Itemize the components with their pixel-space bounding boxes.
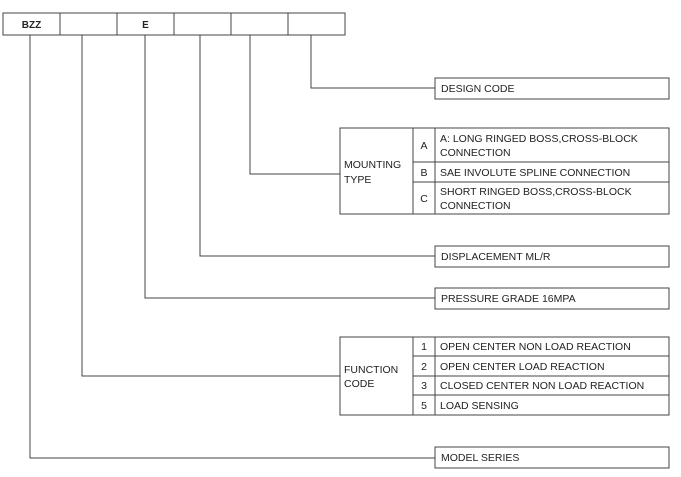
function-option-5-text: LOAD SENSING: [440, 400, 519, 412]
mounting-type-table: MOUNTING TYPE A A: LONG RINGED BOSS,CROS…: [339, 127, 670, 215]
leader-mounting-type: [249, 35, 340, 175]
displacement-box: DISPLACEMENT ML/R: [434, 245, 670, 268]
mounting-option-a-text-line1: A: LONG RINGED BOSS,CROSS-BLOCK: [440, 133, 638, 145]
mounting-option-b-text: SAE INVOLUTE SPLINE CONNECTION: [440, 167, 630, 179]
model-series-box: MODEL SERIES: [434, 446, 670, 469]
function-option-3-key: 3: [421, 380, 427, 392]
function-code-label-line1: FUNCTION: [344, 364, 398, 376]
mounting-option-c-key: C: [420, 193, 428, 205]
pressure-grade-box: PRESSURE GRADE 16MPA: [434, 287, 670, 310]
displacement-label: DISPLACEMENT ML/R: [441, 251, 551, 263]
mounting-option-a-text-line2: CONNECTION: [440, 147, 511, 159]
function-option-2-key: 2: [421, 361, 427, 373]
pressure-grade-label: PRESSURE GRADE 16MPA: [441, 293, 576, 305]
mounting-option-b-key: B: [420, 167, 427, 179]
function-code-label-line2: CODE: [344, 378, 374, 390]
mounting-option-c-text-line2: CONNECTION: [440, 200, 511, 212]
function-option-5-key: 5: [421, 400, 427, 412]
leader-model-series: [29, 35, 435, 459]
function-code-table: FUNCTION CODE 1 OPEN CENTER NON LOAD REA…: [339, 336, 670, 416]
leader-displacement: [199, 35, 435, 257]
leader-pressure-grade: [144, 35, 435, 299]
function-option-3-text: CLOSED CENTER NON LOAD REACTION: [440, 380, 644, 392]
code-box-1-text: BZZ: [22, 20, 41, 31]
leader-lines: [29, 35, 435, 459]
design-code-label: DESIGN CODE: [441, 83, 515, 95]
code-box-5: [230, 12, 289, 36]
function-option-2-text: OPEN CENTER LOAD REACTION: [440, 361, 605, 373]
mounting-type-label-line2: TYPE: [344, 174, 371, 186]
model-series-label: MODEL SERIES: [441, 452, 519, 464]
function-option-1-text: OPEN CENTER NON LOAD REACTION: [440, 341, 631, 353]
code-box-4: [173, 12, 232, 36]
code-box-row: BZZ E: [2, 12, 346, 36]
function-option-1-key: 1: [421, 341, 427, 353]
mounting-type-label-line1: MOUNTING: [344, 159, 401, 171]
leader-design-code: [310, 35, 435, 89]
code-box-2: [59, 12, 118, 36]
mounting-option-a-key: A: [420, 140, 427, 152]
code-box-6: [287, 12, 346, 36]
leader-function-code: [81, 35, 340, 377]
mounting-option-c-text-line1: SHORT RINGED BOSS,CROSS-BLOCK: [440, 186, 632, 198]
design-code-box: DESIGN CODE: [434, 77, 670, 100]
code-box-3-text: E: [142, 20, 149, 31]
